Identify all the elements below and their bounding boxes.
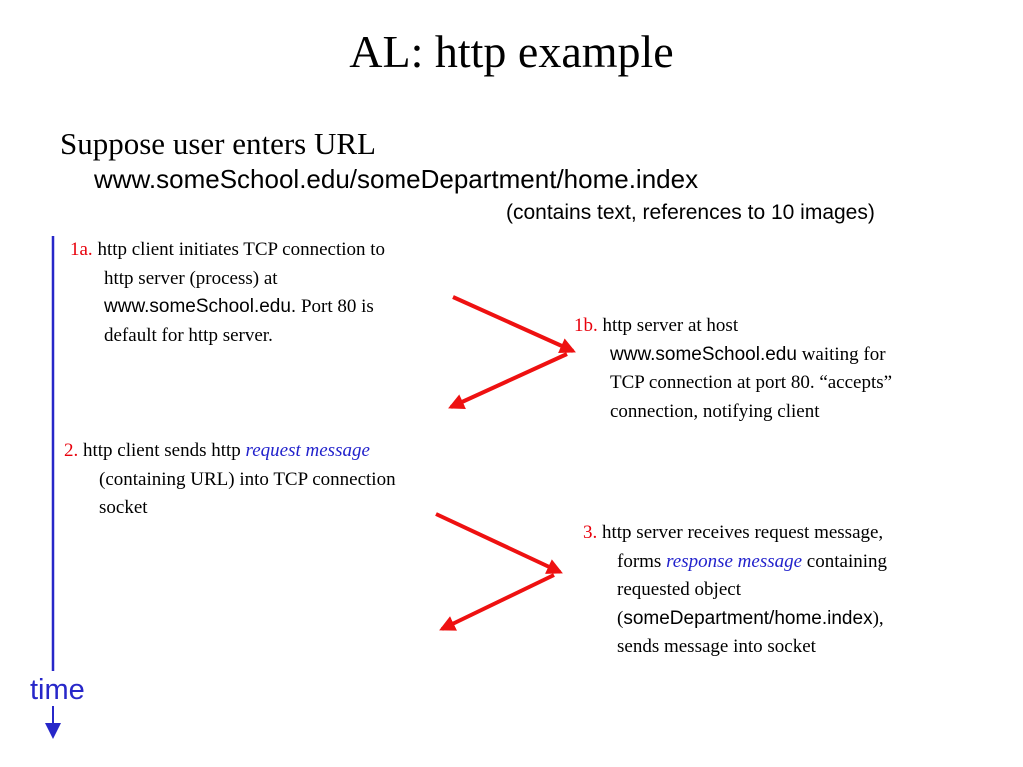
step-3-line3: requested object bbox=[617, 579, 741, 600]
step-3: 3. http server receives request message,… bbox=[583, 519, 887, 662]
arrow-1a-to-1b bbox=[452, 295, 576, 354]
intro-line: Suppose user enters URL bbox=[60, 126, 376, 161]
step-3-line1: http server receives request message, bbox=[602, 522, 884, 543]
step-3-line2-post: containing bbox=[802, 550, 887, 572]
intro-note: (contains text, references to 10 images) bbox=[506, 201, 875, 224]
step-3-number: 3. bbox=[583, 522, 598, 543]
step-1a-number: 1a. bbox=[70, 239, 93, 260]
step-1a-line4: default for http server. bbox=[104, 324, 273, 346]
step-1b-number: 1b. bbox=[574, 315, 598, 336]
arrow-1b-to-client bbox=[448, 352, 568, 409]
step-1b-line3: TCP connection at port 80. “accepts” bbox=[610, 372, 893, 393]
page-title: AL: http example bbox=[349, 26, 674, 77]
step-1b-host: www.someSchool.edu bbox=[610, 343, 797, 365]
step-1b-line2: waiting for bbox=[796, 343, 886, 365]
step-1a: 1a. http client initiates TCP connection… bbox=[70, 236, 385, 350]
step-1a-line1: http client initiates TCP connection to bbox=[97, 239, 386, 260]
step-2-number: 2. bbox=[64, 440, 79, 461]
step-1b: 1b. http server at host www.someSchool.e… bbox=[574, 312, 892, 426]
step-3-line2-pre: forms bbox=[617, 550, 667, 572]
step-3-paren-open: ( bbox=[617, 607, 624, 629]
time-label: time bbox=[30, 674, 85, 706]
arrow-3-to-client bbox=[439, 573, 555, 631]
response-message-term: response message bbox=[666, 550, 803, 572]
step-3-path: someDepartment/home.index bbox=[623, 607, 873, 629]
step-1a-line3: Port 80 is bbox=[296, 296, 374, 317]
step-2: 2. http client sends http request messag… bbox=[64, 437, 396, 523]
arrow-2-to-3 bbox=[435, 512, 563, 574]
request-message-term: request message bbox=[245, 440, 370, 461]
step-1a-host: www.someSchool.edu. bbox=[104, 296, 297, 317]
intro-url: www.someSchool.edu/someDepartment/home.i… bbox=[94, 164, 699, 194]
step-3-line5: sends message into socket bbox=[617, 636, 816, 657]
step-1b-line1: http server at host bbox=[602, 315, 739, 336]
step-1a-line2: http server (process) at bbox=[104, 267, 278, 289]
step-3-paren-close: ), bbox=[872, 607, 884, 629]
step-2-line3: socket bbox=[99, 497, 148, 518]
step-2-line1: http client sends http bbox=[83, 440, 246, 461]
step-2-line2: (containing URL) into TCP connection bbox=[99, 468, 396, 490]
step-1b-line4: connection, notifying client bbox=[610, 400, 820, 422]
